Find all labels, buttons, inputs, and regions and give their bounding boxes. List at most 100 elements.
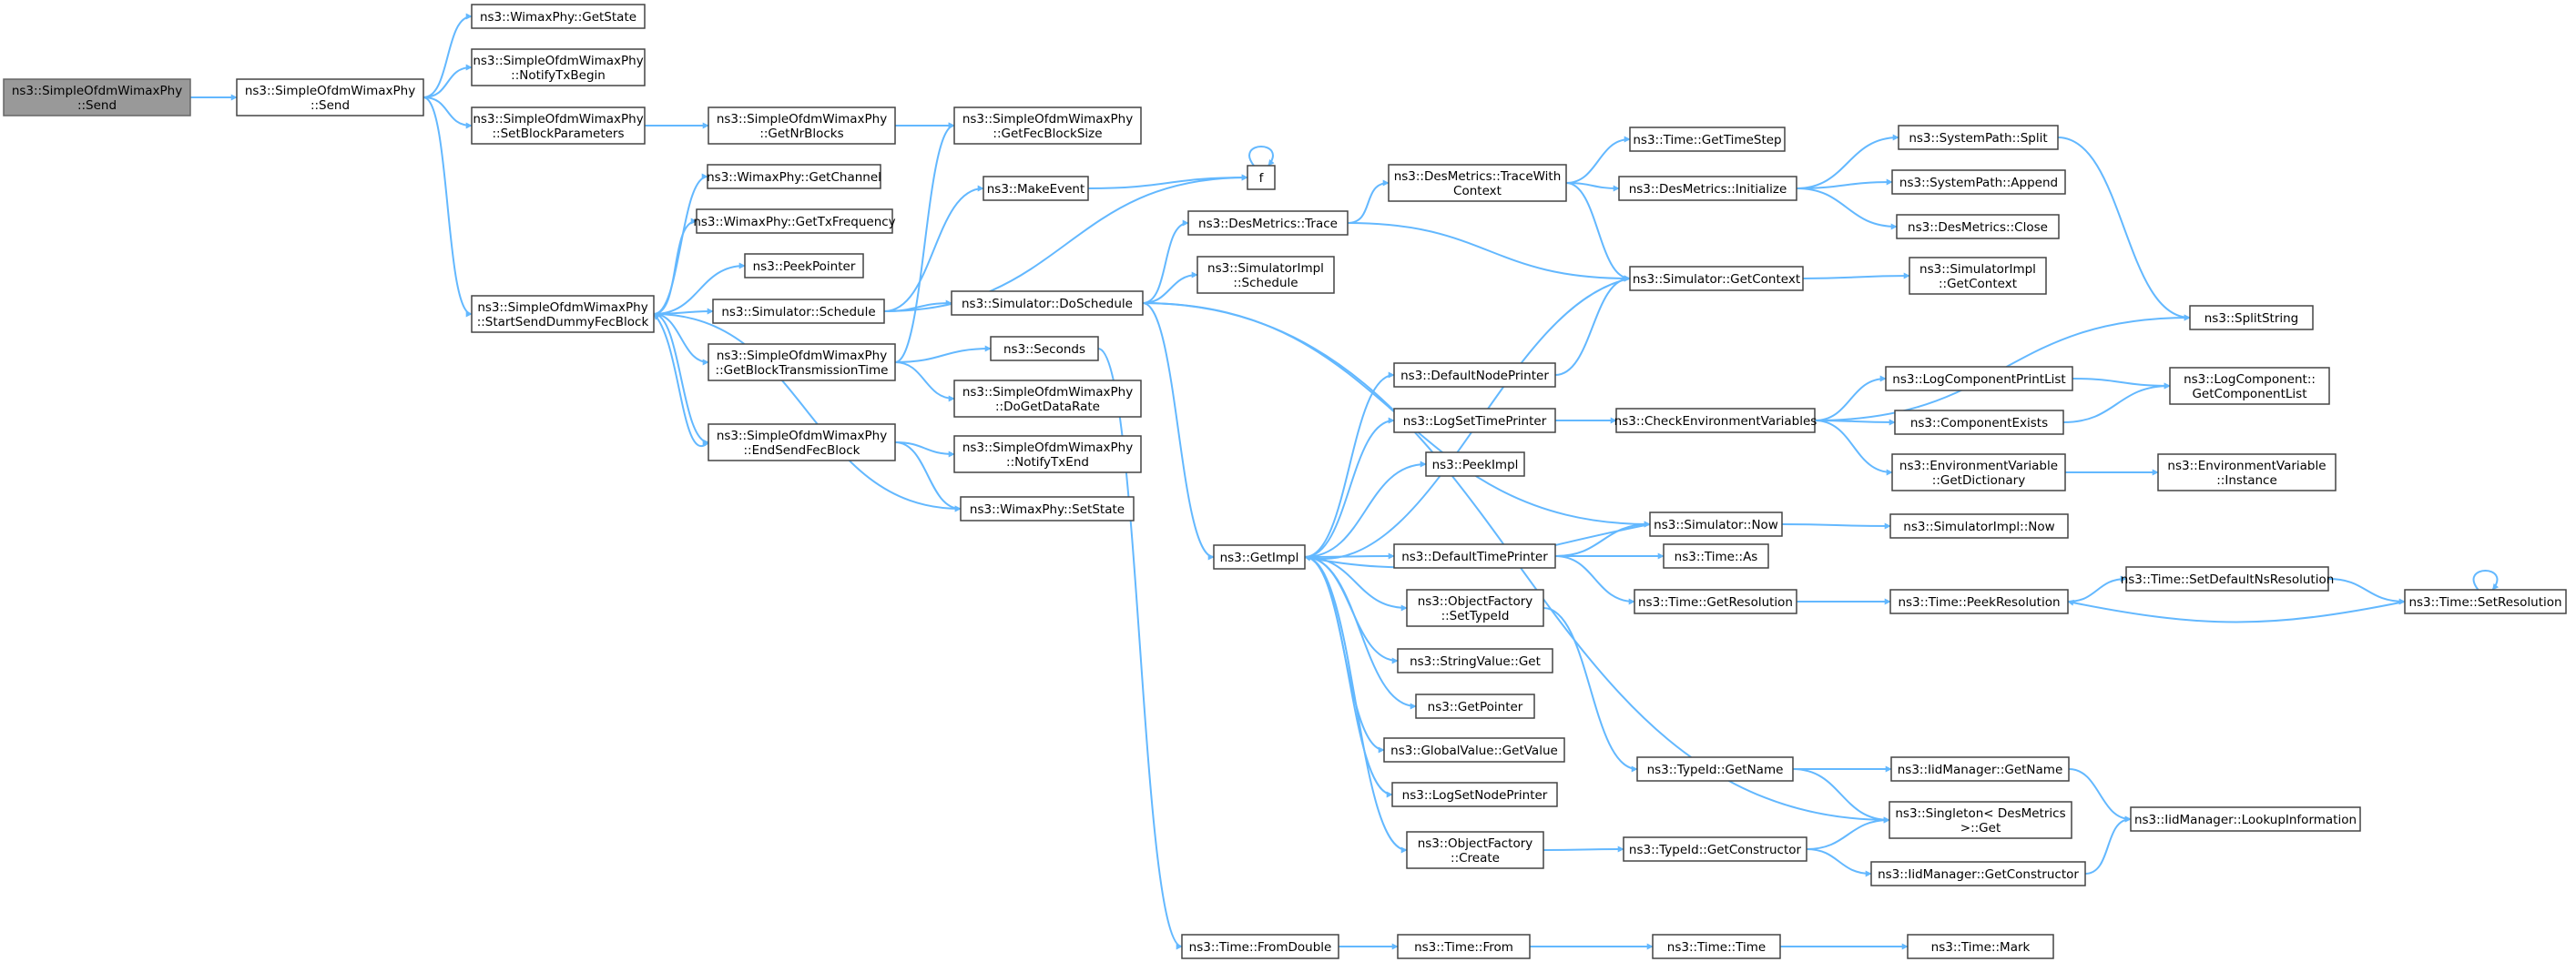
node-box[interactable] xyxy=(2130,806,2361,832)
node-box[interactable] xyxy=(471,106,646,145)
node-box[interactable] xyxy=(1891,169,2066,195)
node-seconds[interactable]: ns3::Seconds xyxy=(990,336,1099,361)
node-envgetdict[interactable]: ns3::EnvironmentVariable::GetDictionary xyxy=(1891,453,2066,491)
node-objfactcreate[interactable]: ns3::ObjectFactory::Create xyxy=(1406,831,1544,869)
node-timemark[interactable]: ns3::Time::Mark xyxy=(1907,934,2054,959)
node-box[interactable] xyxy=(1196,256,1335,294)
node-objfactsettypeid[interactable]: ns3::ObjectFactory::SetTypeId xyxy=(1406,589,1544,627)
node-timeas[interactable]: ns3::Time::As xyxy=(1663,543,1769,569)
node-getpointer[interactable]: ns3::GetPointer xyxy=(1415,694,1535,719)
node-timepeekres[interactable]: ns3::Time::PeekResolution xyxy=(1889,589,2069,614)
node-peekimpl[interactable]: ns3::PeekImpl xyxy=(1425,451,1525,477)
node-getchannel[interactable]: ns3::WimaxPhy::GetChannel xyxy=(707,164,881,189)
node-timetime[interactable]: ns3::Time::Time xyxy=(1652,934,1781,959)
node-getstate[interactable]: ns3::WimaxPhy::GetState xyxy=(471,4,646,29)
node-box[interactable] xyxy=(953,435,1142,473)
node-box[interactable] xyxy=(236,78,424,116)
node-singletonget[interactable]: ns3::Singleton< DesMetrics >::Get xyxy=(1889,801,2072,839)
node-globalvalueget[interactable]: ns3::GlobalValue::GetValue xyxy=(1383,737,1565,763)
node-box[interactable] xyxy=(1634,589,1797,614)
node-box[interactable] xyxy=(708,106,896,145)
node-box[interactable] xyxy=(1663,543,1769,569)
node-timegetres[interactable]: ns3::Time::GetResolution xyxy=(1634,589,1797,614)
node-implgetcontext[interactable]: ns3::SimulatorImpl::GetContext xyxy=(1909,257,2047,295)
node-typeidgetname[interactable]: ns3::TypeId::GetName xyxy=(1636,756,1794,782)
node-getfecblocksize[interactable]: ns3::SimpleOfdmWimaxPhy::GetFecBlockSize xyxy=(953,106,1142,145)
node-box[interactable] xyxy=(1652,934,1781,959)
node-setres[interactable]: ns3::Time::SetResolution xyxy=(2404,589,2567,614)
node-box[interactable] xyxy=(1397,648,1553,673)
node-splitstring[interactable]: ns3::SplitString xyxy=(2189,305,2314,330)
node-box[interactable] xyxy=(1889,589,2069,614)
node-simnow[interactable]: ns3::Simulator::Now xyxy=(1649,511,1783,537)
node-box[interactable] xyxy=(1247,165,1276,190)
node-box[interactable] xyxy=(1618,176,1797,201)
node-getnrblocks[interactable]: ns3::SimpleOfdmWimaxPhy::GetNrBlocks xyxy=(708,106,896,145)
node-box[interactable] xyxy=(1391,782,1558,807)
node-box[interactable] xyxy=(1891,453,2066,491)
node-box[interactable] xyxy=(1896,214,2060,239)
node-box[interactable] xyxy=(2157,453,2337,491)
node-iidgetctor[interactable]: ns3::IidManager::GetConstructor xyxy=(1870,861,2086,886)
node-box[interactable] xyxy=(471,48,646,86)
node-box[interactable] xyxy=(1383,737,1565,763)
node-box[interactable] xyxy=(2404,589,2567,614)
node-box[interactable] xyxy=(1649,511,1783,537)
node-box[interactable] xyxy=(990,336,1099,361)
node-makeevent[interactable]: ns3::MakeEvent xyxy=(983,176,1089,201)
node-iidlookup[interactable]: ns3::IidManager::LookupInformation xyxy=(2130,806,2361,832)
node-box[interactable] xyxy=(696,208,893,234)
node-gettxfrequency[interactable]: ns3::WimaxPhy::GetTxFrequency xyxy=(693,208,896,234)
node-box[interactable] xyxy=(1907,934,2054,959)
node-box[interactable] xyxy=(1629,127,1786,152)
node-box[interactable] xyxy=(1181,934,1339,959)
node-root[interactable]: ns3::SimpleOfdmWimaxPhy::Send xyxy=(3,78,191,116)
node-logcompprintlist[interactable]: ns3::LogComponentPrintList xyxy=(1885,366,2073,391)
node-box[interactable] xyxy=(1406,589,1544,627)
node-endsendfecblock[interactable]: ns3::SimpleOfdmWimaxPhy::EndSendFecBlock xyxy=(708,423,896,461)
node-box[interactable] xyxy=(951,290,1144,316)
node-checkenv[interactable]: ns3::CheckEnvironmentVariables xyxy=(1614,408,1817,433)
node-box[interactable] xyxy=(1397,934,1531,959)
node-box[interactable] xyxy=(1870,861,2086,886)
node-setdefaultnsres[interactable]: ns3::Time::SetDefaultNsResolution xyxy=(2121,566,2335,592)
node-getcontext[interactable]: ns3::Simulator::GetContext xyxy=(1629,266,1804,291)
node-implnow[interactable]: ns3::SimulatorImpl::Now xyxy=(1889,513,2069,539)
node-box[interactable] xyxy=(1388,164,1567,202)
node-startsenddummy[interactable]: ns3::SimpleOfdmWimaxPhy::StartSendDummyF… xyxy=(471,295,655,333)
node-box[interactable] xyxy=(708,423,896,461)
node-timefrom[interactable]: ns3::Time::From xyxy=(1397,934,1531,959)
node-box[interactable] xyxy=(1425,451,1525,477)
node-box[interactable] xyxy=(712,299,885,324)
node-notifytxend[interactable]: ns3::SimpleOfdmWimaxPhy::NotifyTxEnd xyxy=(953,435,1142,473)
node-typeidgetctor[interactable]: ns3::TypeId::GetConstructor xyxy=(1623,836,1807,862)
node-notifytxbegin[interactable]: ns3::SimpleOfdmWimaxPhy::NotifyTxBegin xyxy=(471,48,646,86)
node-getblocktxtime[interactable]: ns3::SimpleOfdmWimaxPhy::GetBlockTransmi… xyxy=(708,343,896,381)
node-box[interactable] xyxy=(1213,544,1306,570)
node-peekpointer[interactable]: ns3::PeekPointer xyxy=(744,253,864,278)
node-box[interactable] xyxy=(1890,756,2070,782)
node-desinitialize[interactable]: ns3::DesMetrics::Initialize xyxy=(1618,176,1797,201)
node-sysappend[interactable]: ns3::SystemPath::Append xyxy=(1891,169,2066,195)
node-box[interactable] xyxy=(1623,836,1807,862)
node-box[interactable] xyxy=(471,4,646,29)
node-componentexists[interactable]: ns3::ComponentExists xyxy=(1894,410,2064,435)
node-box[interactable] xyxy=(3,78,191,116)
node-box[interactable] xyxy=(1393,408,1556,433)
node-box[interactable] xyxy=(2189,305,2314,330)
node-box[interactable] xyxy=(744,253,864,278)
node-iidgetname[interactable]: ns3::IidManager::GetName xyxy=(1890,756,2070,782)
node-gettimestep[interactable]: ns3::Time::GetTimeStep xyxy=(1629,127,1786,152)
node-box[interactable] xyxy=(1889,801,2072,839)
node-box[interactable] xyxy=(1615,408,1816,433)
node-logsetnodeprinter[interactable]: ns3::LogSetNodePrinter xyxy=(1391,782,1558,807)
node-box[interactable] xyxy=(983,176,1089,201)
node-box[interactable] xyxy=(708,343,896,381)
node-box[interactable] xyxy=(1636,756,1794,782)
node-desclose[interactable]: ns3::DesMetrics::Close xyxy=(1896,214,2060,239)
node-box[interactable] xyxy=(1909,257,2047,295)
node-desmetricstrace[interactable]: ns3::DesMetrics::Trace xyxy=(1187,210,1349,236)
node-box[interactable] xyxy=(1894,410,2064,435)
node-setblockparams[interactable]: ns3::SimpleOfdmWimaxPhy::SetBlockParamet… xyxy=(471,106,646,145)
